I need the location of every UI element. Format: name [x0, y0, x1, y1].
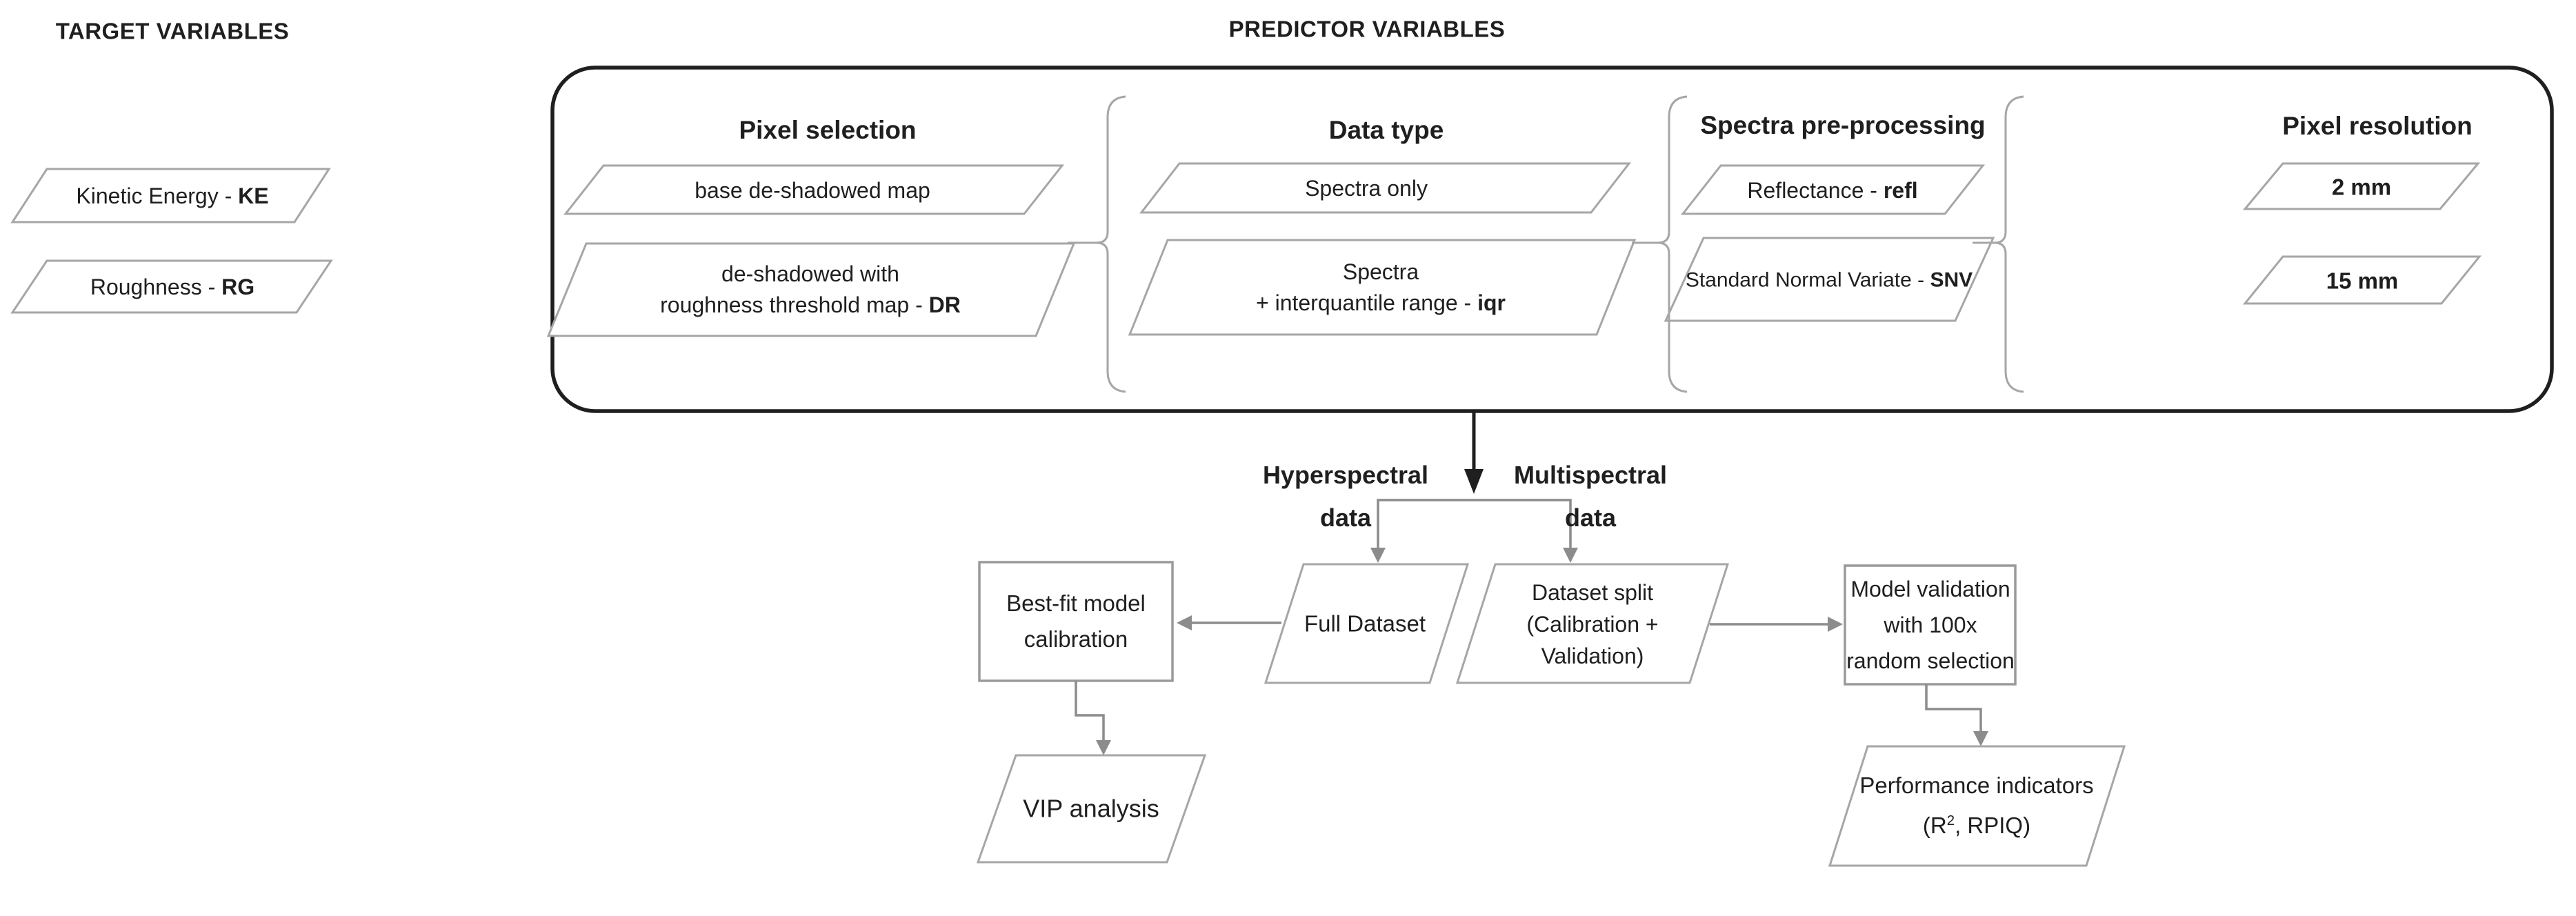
arrow-datasetsplit-to-validation-head: [1828, 617, 1843, 632]
section-heading-spectra-preprocessing: Spectra pre-processing: [1700, 110, 1986, 139]
res-15mm-shape: [2242, 255, 2482, 305]
node-reflectance: Reflectance - refl: [1747, 178, 1918, 203]
node-vip-analysis: VIP analysis: [1023, 794, 1159, 823]
arrow-fulldataset-to-bestfit-head: [1177, 615, 1192, 630]
node-full-dataset: Full Dataset: [1304, 610, 1426, 637]
res-2mm-shape: [2242, 162, 2481, 210]
node-base-deshadowed-map: base de-shadowed map: [695, 178, 930, 203]
label-hyperspectral-data: Hyperspectral data: [1262, 461, 1429, 532]
deshadowed-roughness-threshold-shape: [546, 242, 1076, 337]
label-multispectral-data: Multispectral data: [1513, 461, 1668, 532]
dataset-split-shape: [1455, 563, 1730, 684]
target-item-roughness: Roughness - RG: [90, 275, 255, 299]
brace-preprocessing-pixel-resolution: [1994, 95, 2024, 393]
reflectance-shape: [1680, 164, 1986, 215]
roughness-shape: [10, 259, 333, 314]
section-heading-data-type: Data type: [1328, 115, 1444, 144]
spectra-iqr-shape: [1128, 239, 1637, 336]
model-validation-shape: [1844, 564, 2017, 686]
elbow-bestfit-to-vip: [1075, 681, 1105, 747]
predictor-variables-title: PREDICTOR VARIABLES: [1228, 16, 1506, 42]
node-deshadowed-roughness-threshold: de-shadowed with roughness threshold map…: [660, 261, 961, 317]
node-spectra-only: Spectra only: [1305, 176, 1428, 201]
vip-analysis-shape: [976, 754, 1207, 864]
arrow-box-to-splitter-head: [1464, 469, 1484, 494]
arrow-validation-to-performance-head: [1973, 731, 1988, 746]
node-snv: Standard Normal Variate - SNV: [1685, 268, 1973, 292]
section-heading-pixel-resolution: Pixel resolution: [2282, 111, 2473, 140]
arrow-to-dataset-split-head: [1563, 548, 1578, 563]
target-item-kinetic-energy: Kinetic Energy - KE: [76, 183, 269, 208]
brace-pixel-selection-data-type: [1096, 95, 1126, 393]
node-15mm: 15 mm: [2326, 268, 2399, 294]
full-dataset-shape: [1264, 563, 1470, 684]
base-deshadowed-map-shape: [563, 164, 1065, 215]
snv-shape: [1664, 237, 1995, 322]
kinetic-energy-shape: [10, 168, 331, 223]
node-best-fit-calibration: Best-fit model calibration: [1006, 590, 1146, 652]
node-performance-indicators: Performance indicators (R2, RPIQ): [1859, 773, 2094, 838]
arrow-bestfit-to-vip-head: [1096, 740, 1111, 755]
elbow-validation-to-performance: [1925, 684, 1982, 738]
node-spectra-iqr: Spectra + interquantile range - iqr: [1256, 259, 1506, 315]
best-fit-calibration-shape: [978, 561, 1174, 682]
target-variables-title: TARGET VARIABLES: [55, 18, 290, 44]
arrow-to-full-dataset-head: [1370, 548, 1386, 563]
brace-data-type-preprocessing: [1657, 95, 1688, 393]
node-model-validation: Model validation with 100x random select…: [1846, 577, 2015, 673]
spectra-only-shape: [1139, 162, 1632, 214]
splitter-connector: [1377, 499, 1572, 556]
performance-indicators-shape: [1828, 745, 2126, 867]
predictor-variables-outline: [550, 66, 2554, 413]
section-heading-pixel-selection: Pixel selection: [739, 115, 917, 144]
node-dataset-split: Dataset split (Calibration + Validation): [1526, 580, 1659, 668]
node-2mm: 2 mm: [2331, 174, 2392, 200]
